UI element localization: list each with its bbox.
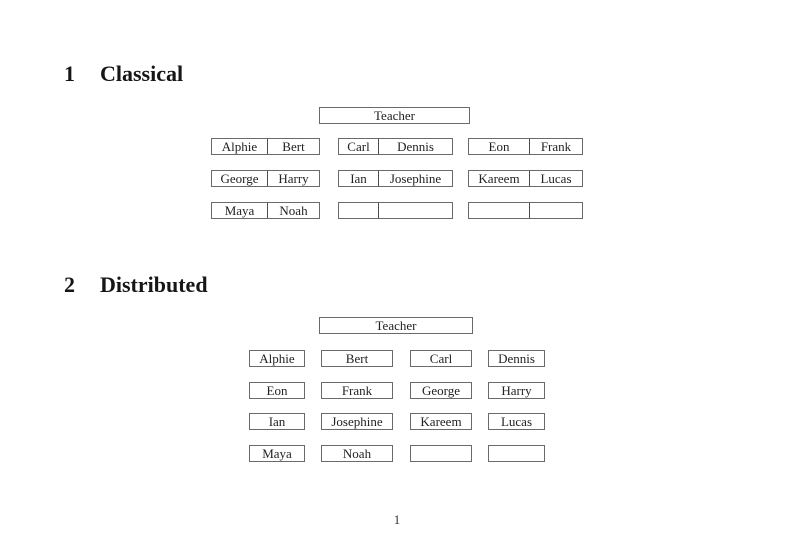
desk [468, 202, 583, 219]
section-number: 1 [64, 61, 75, 86]
desk-single: George [410, 382, 472, 399]
desk-seat: Alphie [212, 139, 268, 154]
desk-seat: Kareem [469, 171, 530, 186]
desk-seat: Dennis [397, 139, 434, 154]
desk-seat: Frank [540, 139, 572, 154]
desk-seat: Ian [339, 171, 379, 186]
desk-seat-empty [379, 203, 452, 218]
teacher-box-classical: Teacher [319, 107, 470, 124]
desk-single: Carl [410, 350, 472, 367]
desk: Eon Frank [468, 138, 583, 155]
desk-seat: Maya [212, 203, 268, 218]
desk-seat: Carl [339, 139, 379, 154]
desk-seat: Noah [279, 203, 308, 218]
desk-seat: Bert [282, 139, 305, 154]
desk-single-empty [410, 445, 472, 462]
desk-single: Bert [321, 350, 393, 367]
desk-single: Alphie [249, 350, 305, 367]
desk-single: Dennis [488, 350, 545, 367]
desk-single: Lucas [488, 413, 545, 430]
desk: Alphie Bert [211, 138, 320, 155]
section-number: 2 [64, 272, 75, 297]
desk-seat: Eon [469, 139, 530, 154]
desk-seat-empty [469, 203, 530, 218]
desk-seat: George [212, 171, 268, 186]
section-title: Distributed [100, 272, 208, 297]
desk: Maya Noah [211, 202, 320, 219]
section-title: Classical [100, 61, 184, 86]
desk-single: Maya [249, 445, 305, 462]
desk: Kareem Lucas [468, 170, 583, 187]
teacher-box-distributed: Teacher [319, 317, 473, 334]
page-number: 1 [393, 512, 401, 527]
desk-single: Harry [488, 382, 545, 399]
desk-seat-empty [339, 203, 379, 218]
desk: Ian Josephine [338, 170, 453, 187]
desk-seat: Harry [278, 171, 309, 186]
desk-single: Ian [249, 413, 305, 430]
desk-seat: Lucas [540, 171, 572, 186]
desk-single: Noah [321, 445, 393, 462]
desk-seat-empty [530, 203, 582, 218]
desk-single-empty [488, 445, 545, 462]
desk-single: Eon [249, 382, 305, 399]
desk: George Harry [211, 170, 320, 187]
section-heading-distributed: 2 Distributed [64, 274, 208, 296]
desk [338, 202, 453, 219]
desk-seat: Josephine [389, 171, 442, 186]
desk-single: Frank [321, 382, 393, 399]
desk-single: Josephine [321, 413, 393, 430]
desk: Carl Dennis [338, 138, 453, 155]
section-heading-classical: 1 Classical [64, 63, 183, 85]
desk-single: Kareem [410, 413, 472, 430]
